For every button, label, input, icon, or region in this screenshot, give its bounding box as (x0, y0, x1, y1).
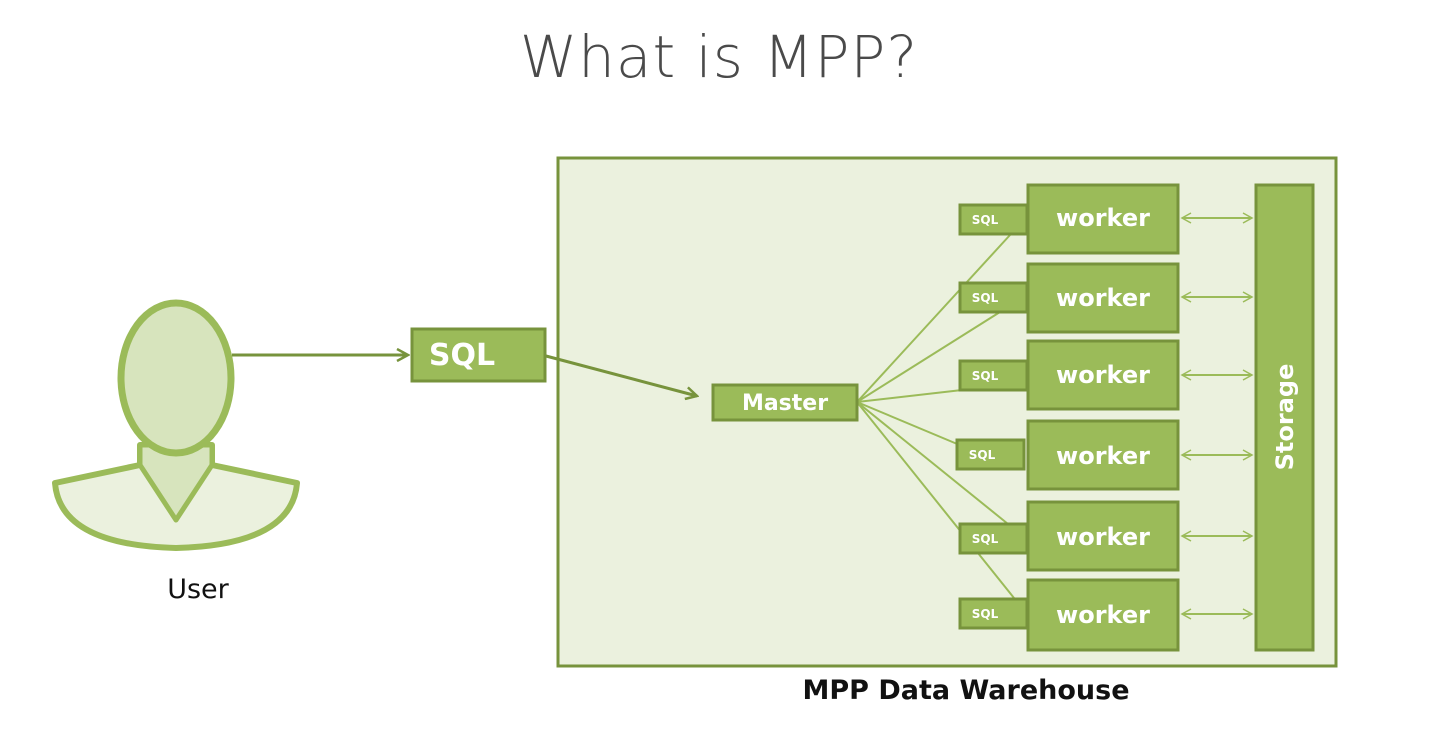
worker-sql-label: SQL (969, 448, 996, 462)
worker-node: worker SQL (958, 578, 1180, 652)
master-connectors (856, 234, 1015, 599)
worker-node: worker SQL (958, 183, 1180, 255)
worker-sql-tab (958, 359, 1029, 392)
page-title: What is MPP? (519, 23, 919, 91)
storage-label: Storage (1271, 364, 1299, 471)
warehouse-label: MPP Data Warehouse (802, 675, 1130, 706)
worker-sql-tab (958, 203, 1029, 236)
worker-sql-tab (958, 281, 1029, 314)
sql-to-master-arrow (545, 354, 697, 396)
worker-node: worker SQL (958, 262, 1180, 334)
worker-sql-label: SQL (972, 291, 999, 305)
worker-node: worker SQL (955, 419, 1180, 491)
worker-label: worker (1056, 601, 1150, 629)
worker-label: worker (1056, 523, 1150, 551)
user-label: User (167, 574, 229, 605)
master-node: Master (711, 383, 859, 422)
worker-label: worker (1056, 204, 1150, 232)
worker-sql-label: SQL (972, 213, 999, 227)
warehouse-panel (556, 156, 1338, 668)
worker-sql-tab (958, 597, 1029, 630)
storage-arrows (1180, 212, 1254, 620)
sql-query-box: SQL (410, 327, 547, 383)
worker-node: worker SQL (958, 500, 1180, 572)
master-label: Master (742, 391, 828, 416)
worker-label: worker (1056, 361, 1150, 389)
worker-label: worker (1056, 442, 1150, 470)
worker-label: worker (1056, 284, 1150, 312)
worker-sql-tab (955, 438, 1026, 471)
sql-query-label: SQL (429, 338, 495, 373)
worker-node: worker SQL (958, 339, 1180, 411)
worker-sql-tab (958, 522, 1029, 555)
worker-sql-label: SQL (972, 369, 999, 383)
storage-node: Storage (1254, 183, 1315, 652)
user-icon (52, 299, 300, 551)
worker-sql-label: SQL (972, 607, 999, 621)
worker-sql-label: SQL (972, 532, 999, 546)
